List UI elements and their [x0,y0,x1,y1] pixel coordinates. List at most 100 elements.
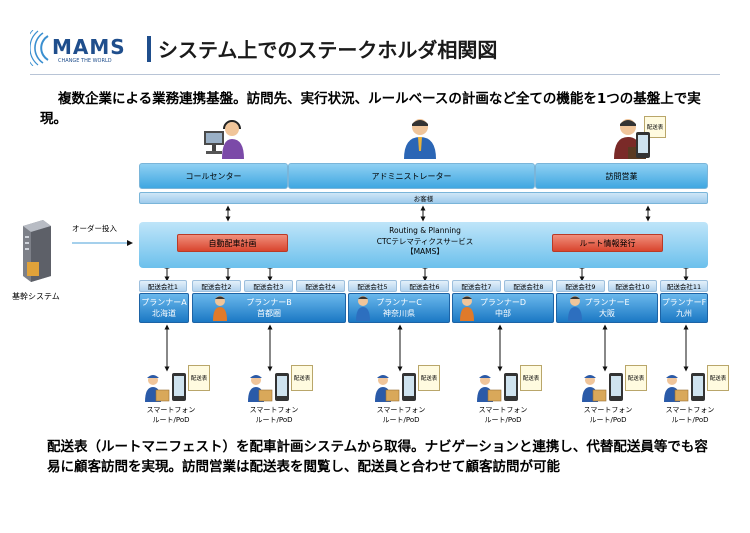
company-9[interactable]: 配送会社9 [556,280,605,292]
role-call-center[interactable]: コールセンター [139,163,288,189]
role-administrator-label: アドミニストレーター [371,171,452,181]
administrator-icon [404,119,436,159]
customer-bar-label: お客様 [413,195,434,203]
driver-label-line2: ルート/PoD [382,416,420,424]
company-label: 配送会社7 [461,283,492,291]
call-center-operator-icon [204,120,244,159]
platform-text: Routing & Planning CTCテレマティクスサービス 【MAMS】 [350,226,500,258]
driver-label: スマートフォンルート/PoD [239,405,309,425]
driver-label-line1: スマートフォン [249,406,299,414]
company-7[interactable]: 配送会社7 [452,280,501,292]
driver-label-line2: ルート/PoD [152,416,190,424]
sales-smartphone-icon [636,132,650,158]
company-label: 配送会社1 [147,283,179,291]
auto-dispatch-label: 自動配車計画 [208,238,257,248]
driver-group-2: 配送表 スマートフォンルート/PoD [245,365,325,431]
delivery-doc-label: 配送表 [709,376,727,382]
outro-text: 配送表（ルートマニフェスト）を配車計画システムから取得。ナビゲーションと連携し、… [47,439,708,475]
planner-region: 大阪 [599,309,615,318]
platform-line1: Routing & Planning [389,226,461,235]
company-label: 配送会社11 [666,283,702,291]
smartphone-icon [691,373,705,401]
planner-region: 中部 [495,309,511,318]
company-10[interactable]: 配送会社10 [608,280,657,292]
planner-region: 神奈川県 [383,309,415,318]
delivery-doc-label: 配送表 [627,376,645,382]
smartphone-icon [275,373,289,401]
company-2[interactable]: 配送会社2 [192,280,241,292]
planner-name: プランナーE [584,298,630,307]
mams-logo [30,30,49,66]
planner-name: プランナーD [479,298,527,307]
order-input-label: オーダー投入 [72,224,117,233]
company-label: 配送会社5 [357,283,388,291]
planner-name: プランナーA [141,298,187,307]
role-sales-visit[interactable]: 訪問営業 [535,163,708,189]
planner-a[interactable]: プランナーA 北海道 [139,293,189,323]
smartphone-icon [504,373,518,401]
intro-text: 複数企業による業務連携基盤。訪問先、実行状況、ルールベースの計画など全ての機能を… [40,91,701,127]
planner-region: 九州 [676,309,692,318]
delivery-doc-icon: 配送表 [625,365,647,391]
route-issue-button[interactable]: ルート情報発行 [552,234,663,252]
delivery-doc-label: 配送表 [420,376,438,382]
driver-label-line2: ルート/PoD [589,416,627,424]
driver-label-line2: ルート/PoD [255,416,293,424]
smartphone-icon [402,373,416,401]
smartphone-icon [172,373,186,401]
driver-label-line1: スマートフォン [146,406,196,414]
auto-dispatch-button[interactable]: 自動配車計画 [177,234,288,252]
planner-name: プランナーC [376,298,422,307]
role-administrator[interactable]: アドミニストレーター [288,163,535,189]
delivery-doc-label: 配送表 [190,376,208,382]
planner-region: 北海道 [152,309,176,318]
driver-label: スマートフォンルート/PoD [655,405,725,425]
company-1[interactable]: 配送会社1 [139,280,187,292]
platform-line2: CTCテレマティクスサービス [376,236,474,246]
company-label: 配送会社4 [305,283,336,291]
planner-name: プランナーB [246,298,292,307]
delivery-doc-icon: 配送表 [520,365,542,391]
delivery-doc-icon: 配送表 [707,365,729,391]
company-5[interactable]: 配送会社5 [348,280,397,292]
planner-person-icon [213,296,227,321]
header-divider [30,74,720,75]
driver-label-line1: スマートフォン [376,406,426,414]
sales-device-group: 配送表 [632,116,666,160]
company-6[interactable]: 配送会社6 [400,280,449,292]
driver-label: スマートフォンルート/PoD [366,405,436,425]
logo-tagline: CHANGE THE WORLD [58,58,112,64]
driver-group-3: 配送表 スマートフォンルート/PoD [372,365,452,431]
delivery-driver-icon [582,375,607,402]
delivery-doc-label: 配送表 [293,376,311,382]
driver-label-line1: スマートフォン [478,406,528,414]
delivery-driver-icon [375,375,400,402]
planner-region: 首都圏 [257,309,281,318]
planner-person-icon [356,296,370,321]
company-11[interactable]: 配送会社11 [660,280,708,292]
company-label: 配送会社6 [409,283,440,291]
driver-label-line1: スマートフォン [665,406,715,414]
core-system-label: 基幹システム [12,292,60,301]
role-sales-visit-label: 訪問営業 [605,171,638,181]
company-4[interactable]: 配送会社4 [296,280,345,292]
planner-name: プランナーF [661,298,707,307]
delivery-driver-icon [477,375,502,402]
company-3[interactable]: 配送会社3 [244,280,293,292]
planner-person-icon [460,296,474,321]
delivery-doc-icon: 配送表 [291,365,313,391]
driver-label-line2: ルート/PoD [484,416,522,424]
sales-doc-icon: 配送表 [644,116,666,138]
company-8[interactable]: 配送会社8 [504,280,553,292]
company-label: 配送会社8 [513,283,544,291]
sales-doc-label: 配送表 [646,125,664,131]
delivery-doc-icon: 配送表 [188,365,210,391]
driver-group-5: 配送表 スマートフォンルート/PoD [579,365,659,431]
smartphone-icon [609,373,623,401]
driver-group-1: 配送表 スマートフォンルート/PoD [142,365,222,431]
delivery-driver-icon [145,375,170,402]
driver-label-line1: スマートフォン [583,406,633,414]
role-call-center-label: コールセンター [185,171,242,181]
platform-line3: 【MAMS】 [406,247,444,256]
planner-f[interactable]: プランナーF 九州 [660,293,708,323]
